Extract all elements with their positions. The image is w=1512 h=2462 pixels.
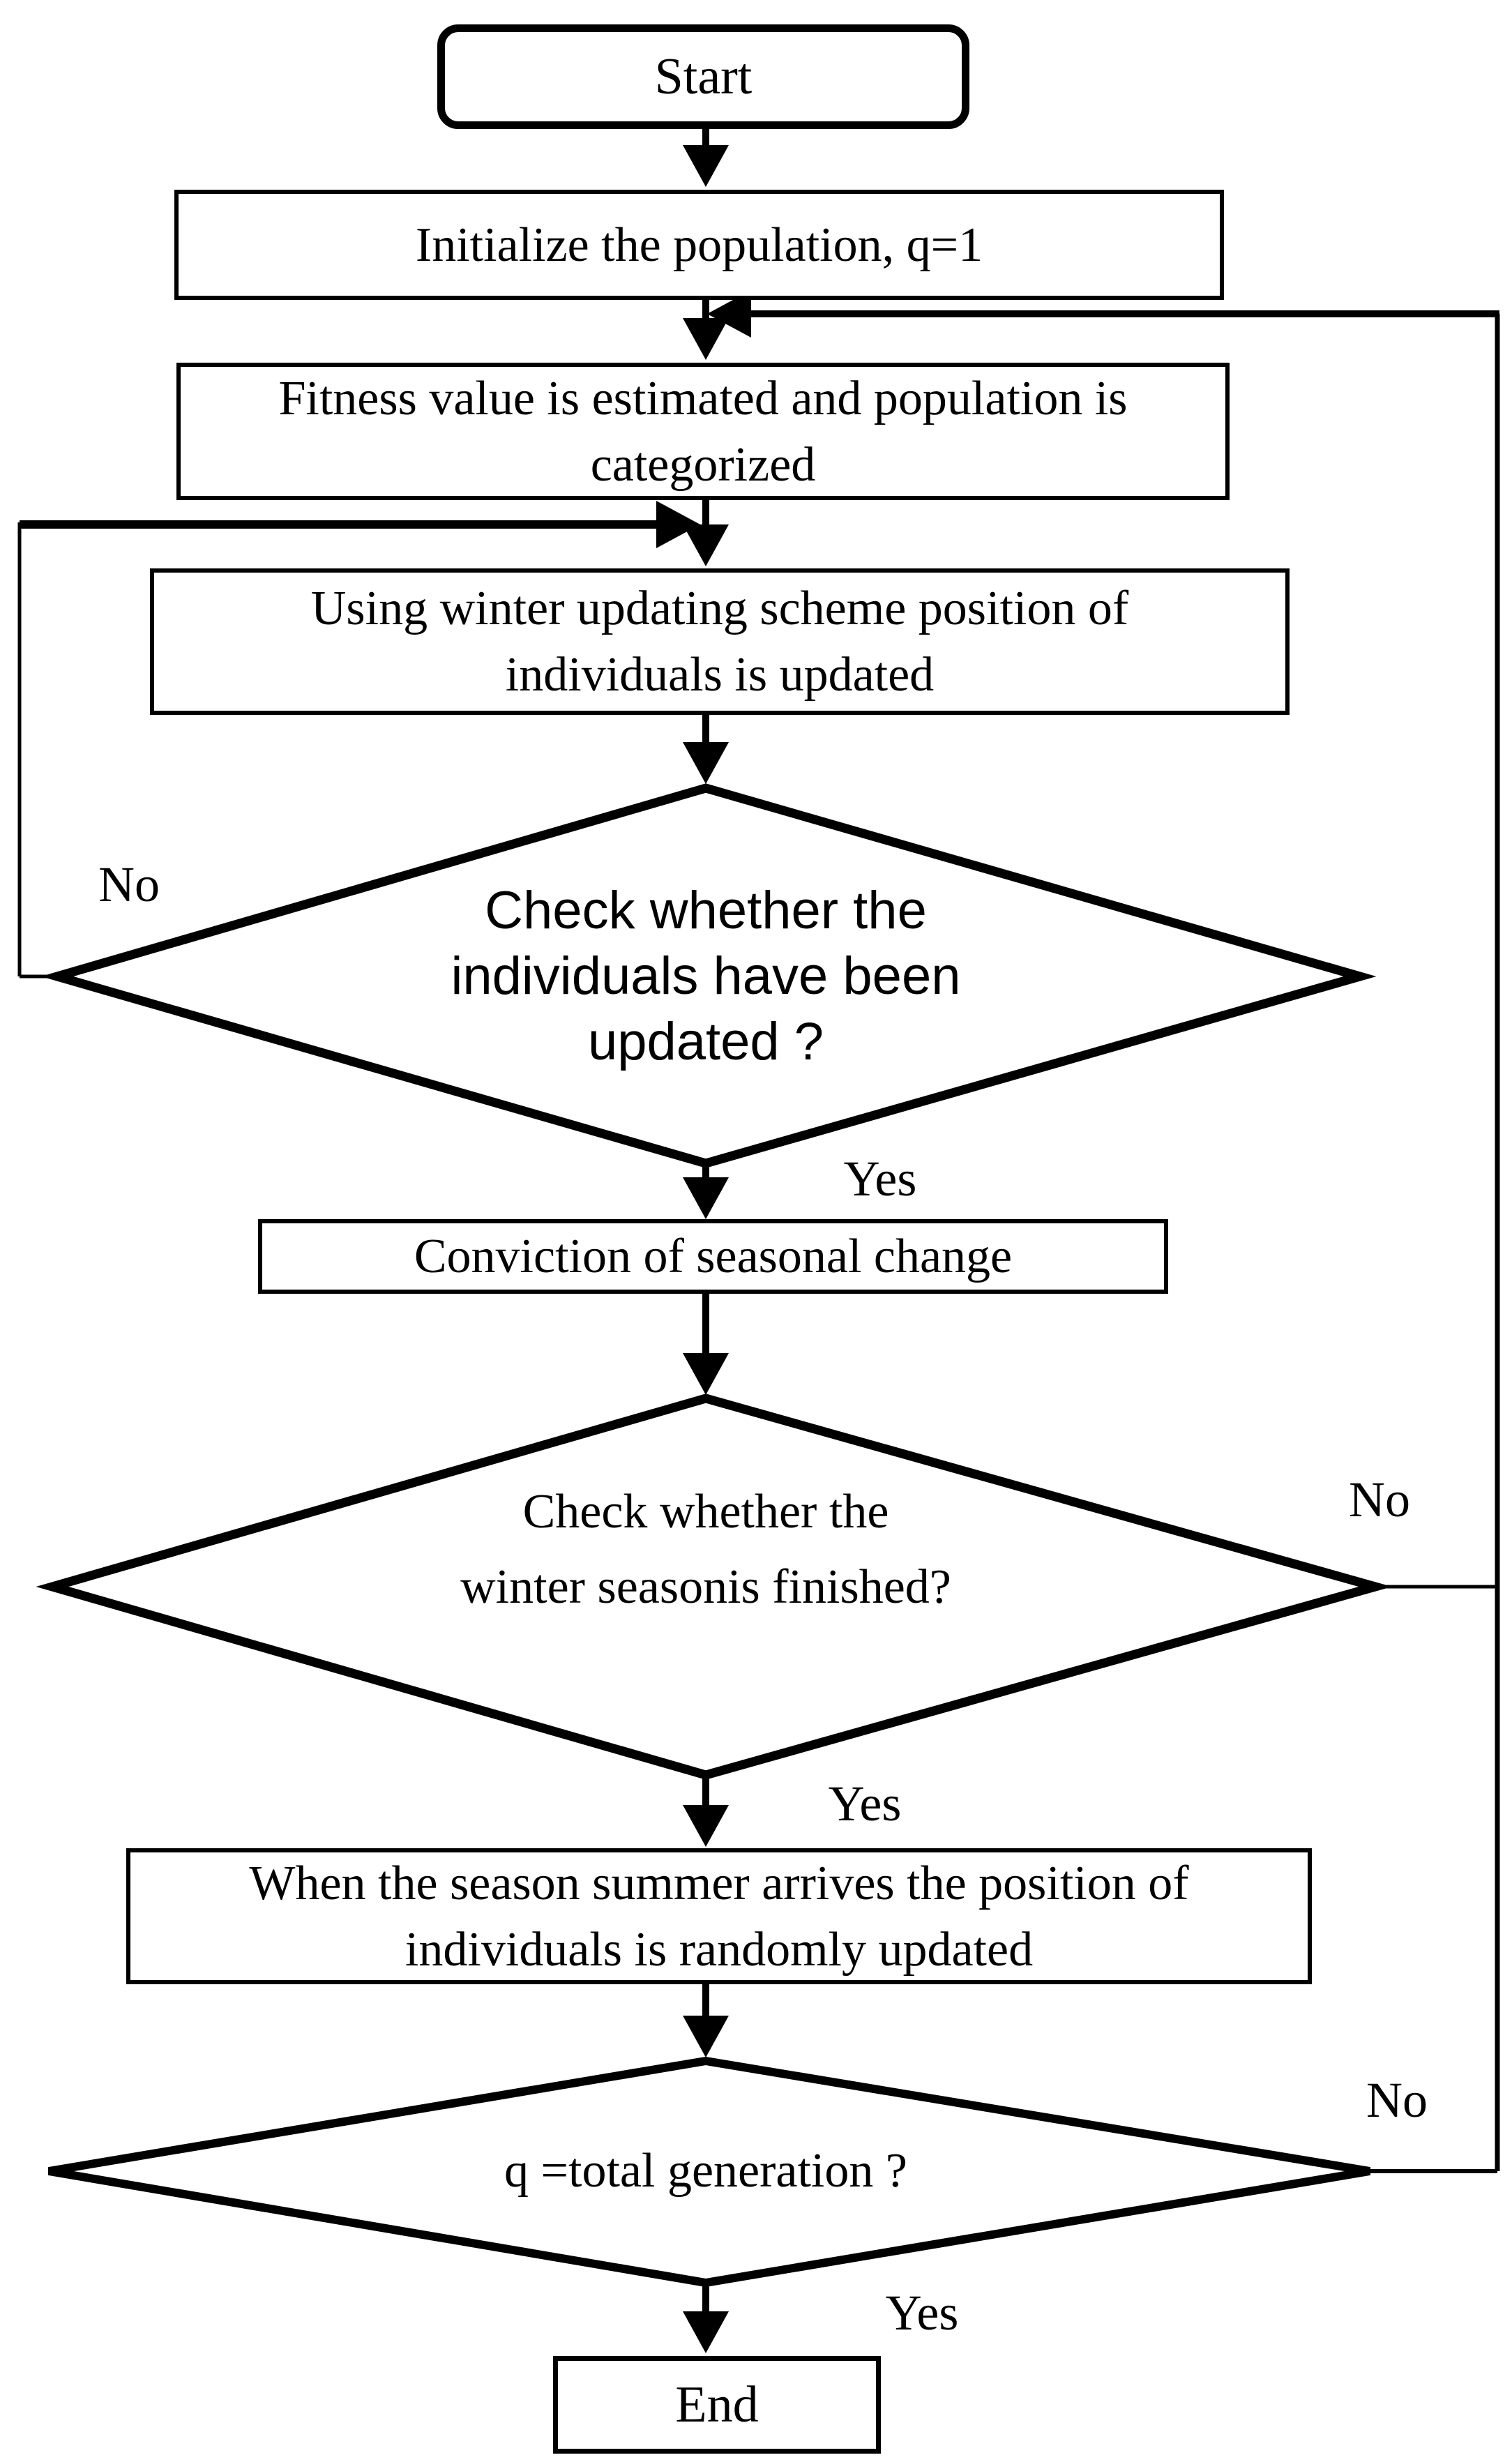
process-winter-update-line1: Using winter updating scheme position of <box>310 582 1129 635</box>
arrow-conviction-to-check-winter <box>683 1294 729 1395</box>
label-check-generation-yes: Yes <box>885 2285 959 2341</box>
process-conviction: Conviction of seasonal change <box>258 1219 1168 1294</box>
arrow-start-to-initialize <box>683 129 729 187</box>
decision-check-updated-line1: Check whether the <box>485 881 927 940</box>
decision-check-updated-line3: updated ? <box>587 1012 824 1071</box>
process-summer-update-line1: When the season summer arrives the posit… <box>249 1856 1189 1910</box>
start-node-label: Start <box>654 47 753 105</box>
decision-check-winter-line2: winter seasonis finished? <box>460 1560 951 1614</box>
process-initialize: Initialize the population, q=1 <box>174 190 1224 300</box>
process-winter-update: Using winter updating scheme position of… <box>150 568 1290 715</box>
label-check-updated-yes: Yes <box>843 1151 917 1207</box>
decision-check-generation-text: q =total generation ? <box>357 2143 1054 2199</box>
decision-check-winter-text: Check whether the winter seasonis finish… <box>287 1474 1124 1625</box>
process-summer-update-line2: individuals is randomly updated <box>405 1922 1034 1977</box>
start-node: Start <box>437 24 969 129</box>
arrow-winter-update-to-check-updated <box>683 715 729 784</box>
process-summer-update: When the season summer arrives the posit… <box>126 1848 1312 1984</box>
label-check-updated-no: No <box>98 856 160 912</box>
arrow-check-updated-to-conviction <box>683 1163 729 1219</box>
feedback-right-rail <box>707 290 1500 2171</box>
label-check-winter-no: No <box>1349 1472 1410 1527</box>
process-fitness: Fitness value is estimated and populatio… <box>176 363 1230 500</box>
arrow-initialize-to-fitness <box>683 300 729 360</box>
label-check-winter-yes: Yes <box>828 1776 902 1832</box>
process-winter-update-line2: individuals is updated <box>505 648 935 702</box>
label-check-generation-no: No <box>1366 2072 1428 2128</box>
decision-check-updated-line2: individuals have been <box>451 946 961 1006</box>
process-initialize-label: Initialize the population, q=1 <box>415 218 983 272</box>
arrow-fitness-to-winter-update <box>683 500 729 566</box>
end-node: End <box>553 2356 881 2454</box>
process-fitness-line1: Fitness value is estimated and populatio… <box>278 371 1128 425</box>
arrow-summer-update-to-check-generation <box>683 1984 729 2057</box>
end-node-label: End <box>675 2376 759 2433</box>
decision-check-winter-line1: Check whether the <box>522 1485 889 1539</box>
decision-check-updated-text: Check whether the individuals have been … <box>357 878 1054 1075</box>
arrow-check-winter-to-summer-update <box>683 1775 729 1847</box>
arrow-check-generation-to-end <box>683 2283 729 2353</box>
process-fitness-line2: categorized <box>590 437 816 492</box>
decision-check-generation-line1: q =total generation ? <box>504 2144 907 2198</box>
process-conviction-label: Conviction of seasonal change <box>414 1230 1013 1283</box>
